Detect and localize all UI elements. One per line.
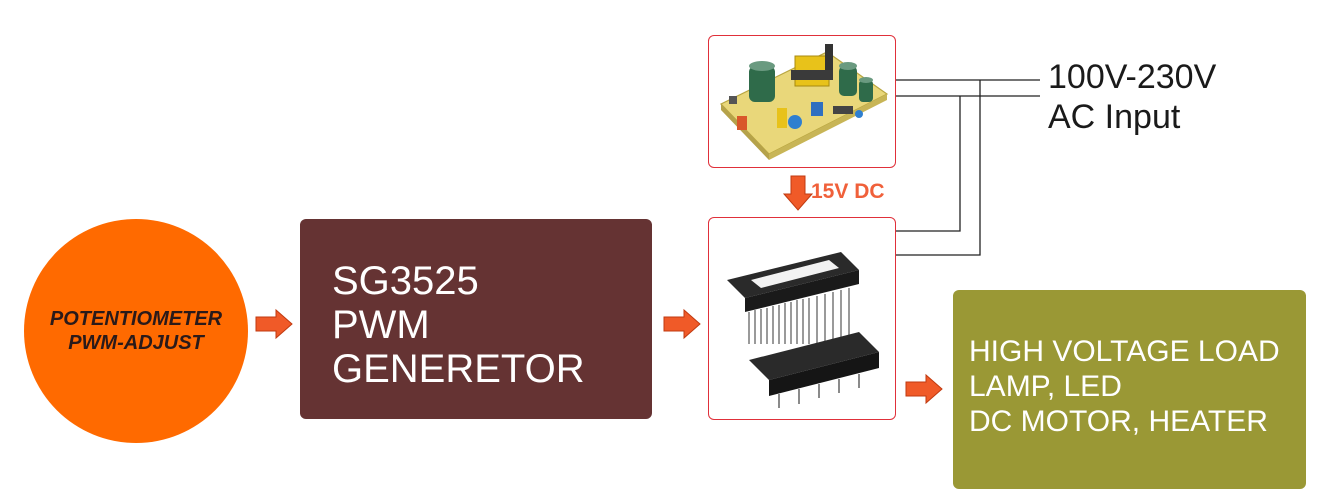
power-module-node	[708, 217, 896, 420]
potentiometer-label: POTENTIOMETER	[49, 308, 223, 330]
ac-voltage-range: 100V-230V	[1048, 58, 1217, 96]
ipm-module-icon	[727, 252, 879, 408]
arrow-pwm-to-ipm	[663, 308, 701, 340]
power-supply-node	[708, 35, 896, 168]
ipm-wire-1	[896, 96, 961, 232]
pwm-generator-node: SG3525 PWM GENERETOR	[300, 219, 652, 419]
pwm-chip-label: SG3525	[332, 259, 479, 303]
load-lamp-led: LAMP, LED	[969, 370, 1122, 403]
ac-input-text: AC Input	[1048, 98, 1181, 136]
load-title: HIGH VOLTAGE LOAD	[969, 335, 1280, 368]
pwm-label: PWM	[332, 303, 430, 347]
pwm-adjust-label: PWM-ADJUST	[68, 332, 204, 354]
ac-input-label: 100V-230V AC Input	[1048, 57, 1216, 137]
generator-label: GENERETOR	[332, 347, 585, 391]
potentiometer-node: POTENTIOMETER PWM-ADJUST	[24, 219, 248, 443]
load-motor-heater: DC MOTOR, HEATER	[969, 405, 1268, 438]
arrow-ipm-to-load	[905, 373, 943, 405]
ipm-wire-2	[896, 80, 981, 256]
power-supply-board-icon	[719, 44, 889, 160]
arrow-pot-to-pwm	[255, 308, 293, 340]
dc-voltage-label: 15V DC	[811, 180, 885, 203]
arrow-psu-to-ipm	[782, 175, 814, 211]
load-node: HIGH VOLTAGE LOAD LAMP, LED DC MOTOR, HE…	[953, 290, 1306, 489]
